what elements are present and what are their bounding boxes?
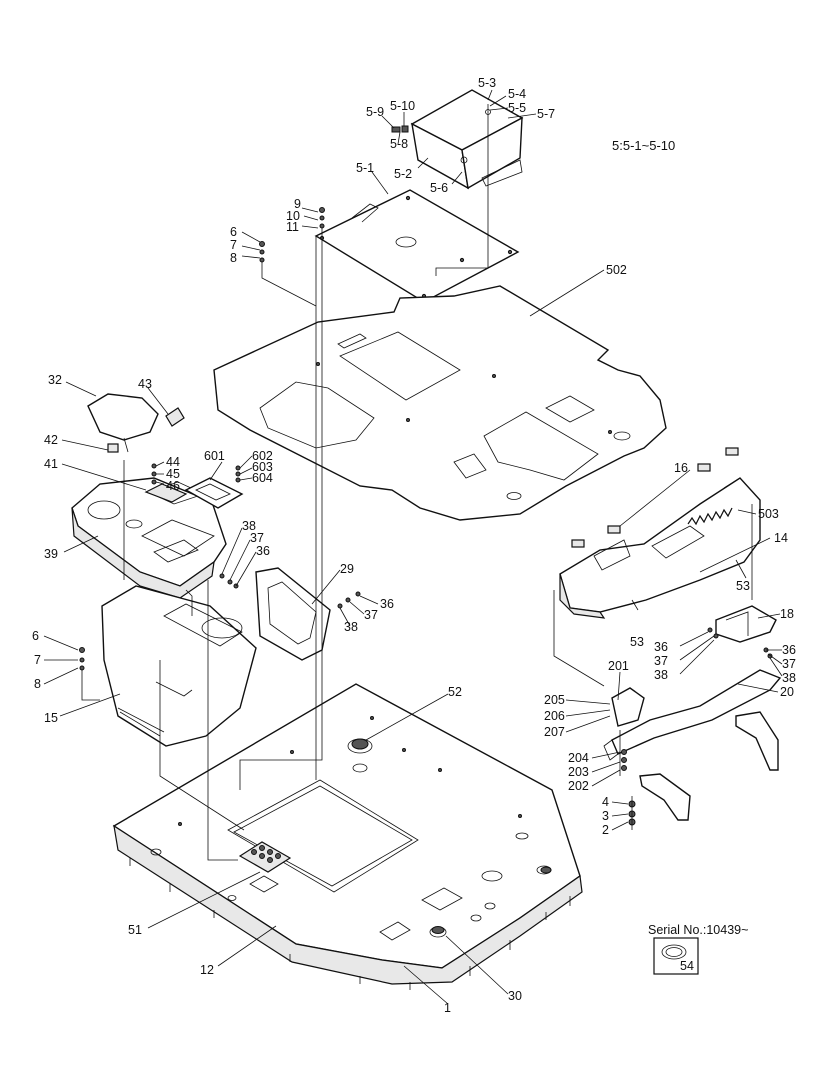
label-10: 10 <box>286 209 300 223</box>
label-29: 29 <box>340 562 354 576</box>
label-502: 502 <box>606 263 627 277</box>
label-5-8: 5-8 <box>390 137 408 151</box>
part-1-base-plate <box>112 683 583 990</box>
label-38-b: 38 <box>344 620 358 634</box>
label-9: 9 <box>294 197 301 211</box>
label-602: 602 <box>252 449 273 463</box>
label-36-a: 36 <box>256 544 270 558</box>
label-38-a: 38 <box>242 519 256 533</box>
label-4: 4 <box>602 795 609 809</box>
label-206: 206 <box>544 709 565 723</box>
label-46: 46 <box>166 479 180 493</box>
part-14-panel <box>559 477 761 619</box>
label-18: 18 <box>780 607 794 621</box>
part-15-housing <box>101 585 257 747</box>
label-53-b: 53 <box>630 635 644 649</box>
label-5-5: 5-5 <box>508 101 526 115</box>
part-39-console <box>71 477 227 599</box>
label-3: 3 <box>602 809 609 823</box>
label-5-4: 5-4 <box>508 87 526 101</box>
serial-number: Serial No.:10439~ <box>648 923 748 937</box>
label-11: 11 <box>286 220 299 234</box>
label-603: 603 <box>252 460 273 474</box>
callout-labels: 5-3 5-4 5-5 5-7 5-9 5-10 5-8 5-2 5-6 5-1… <box>32 76 796 1015</box>
part-51-grommet <box>238 841 292 873</box>
label-7-b: 7 <box>34 653 41 667</box>
label-5-2: 5-2 <box>394 167 412 181</box>
label-37-b: 37 <box>364 608 378 622</box>
label-205: 205 <box>544 693 565 707</box>
label-36-c: 36 <box>654 640 668 654</box>
part-42-bracket <box>107 443 119 453</box>
label-38-c: 38 <box>654 668 668 682</box>
label-5-6: 5-6 <box>430 181 448 195</box>
part-54-box <box>653 937 699 975</box>
part-601-plate <box>184 477 244 509</box>
label-32: 32 <box>48 373 62 387</box>
leader-lines <box>43 89 783 1005</box>
assembly-lines <box>81 104 753 861</box>
label-36-b: 36 <box>380 597 394 611</box>
label-53-a: 53 <box>736 579 750 593</box>
label-7: 7 <box>230 238 237 252</box>
label-5-9: 5-9 <box>366 105 384 119</box>
label-38-d: 38 <box>782 671 796 685</box>
part-16-clips <box>571 447 739 548</box>
part-5-box <box>391 89 524 190</box>
label-5-3: 5-3 <box>478 76 496 90</box>
label-42: 42 <box>44 433 58 447</box>
label-44: 44 <box>166 455 180 469</box>
label-54: 54 <box>680 959 694 973</box>
label-41: 41 <box>44 457 58 471</box>
label-14: 14 <box>774 531 788 545</box>
part-29-gasket <box>255 567 331 661</box>
label-202: 202 <box>568 779 589 793</box>
label-5-10: 5-10 <box>390 99 415 113</box>
label-201: 201 <box>608 659 629 673</box>
label-207: 207 <box>544 725 565 739</box>
part-18-bracket <box>715 605 777 643</box>
label-6-b: 6 <box>32 629 39 643</box>
label-5-1: 5-1 <box>356 161 374 175</box>
label-52: 52 <box>448 685 462 699</box>
part-503-spring <box>687 507 733 526</box>
label-6: 6 <box>230 225 237 239</box>
part-502-floor-mat <box>213 285 667 521</box>
part-32-armrest <box>87 393 159 453</box>
label-45: 45 <box>166 467 180 481</box>
part-side-brackets <box>639 711 779 821</box>
label-604: 604 <box>252 471 273 485</box>
label-204: 204 <box>568 751 589 765</box>
label-51: 51 <box>128 923 142 937</box>
part-201-bracket <box>611 687 645 727</box>
label-2: 2 <box>602 823 609 837</box>
label-37-d: 37 <box>782 657 796 671</box>
label-601: 601 <box>204 449 225 463</box>
label-39: 39 <box>44 547 58 561</box>
part-fittings <box>431 866 552 934</box>
label-43: 43 <box>138 377 152 391</box>
label-30: 30 <box>508 989 522 1003</box>
label-12: 12 <box>200 963 214 977</box>
assembly-note: 5:5-1~5-10 <box>612 138 675 153</box>
label-5-7: 5-7 <box>537 107 555 121</box>
part-41-panel <box>144 483 188 503</box>
label-20: 20 <box>780 685 794 699</box>
label-8-b: 8 <box>34 677 41 691</box>
label-36-d: 36 <box>782 643 796 657</box>
label-503: 503 <box>758 507 779 521</box>
label-203: 203 <box>568 765 589 779</box>
label-15: 15 <box>44 711 58 725</box>
label-8: 8 <box>230 251 237 265</box>
label-1: 1 <box>444 1001 451 1015</box>
label-37-c: 37 <box>654 654 668 668</box>
label-16: 16 <box>674 461 688 475</box>
part-43-switch <box>165 407 185 427</box>
label-37-a: 37 <box>250 531 264 545</box>
part-20-rail <box>603 669 782 761</box>
